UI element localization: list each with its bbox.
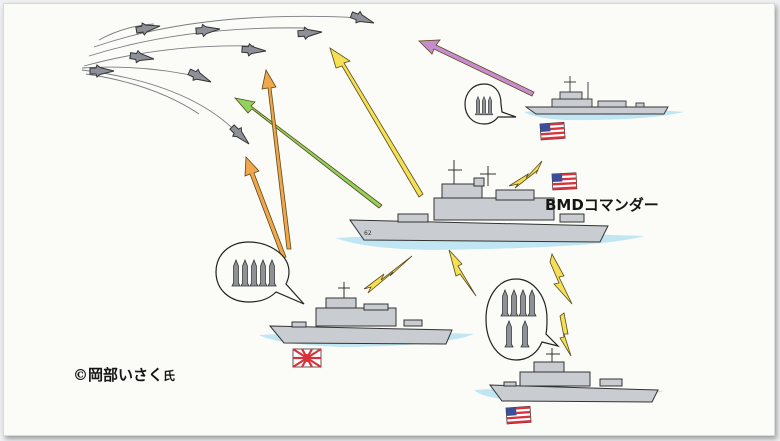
bubble-bottom-right [485,278,560,361]
us-flag-icon [539,121,566,141]
japan-destroyer [268,282,453,345]
us-destroyer-bottom-right [488,348,659,403]
illustration-frame: 62 [3,3,775,436]
us-flag-icon [505,405,532,425]
us-destroyer-top-right [524,76,669,115]
missile-8 [186,65,215,88]
illustration-canvas: 62 [81,8,684,425]
missile-5 [241,42,267,58]
us-flag-icon [551,172,578,191]
bmd-commander-label: BMDコマンダー [545,196,659,214]
interceptor-arrows [233,39,535,259]
bmd-commander-cruiser: 62 [349,160,609,243]
artist-credit: ©岡部いさく氏 [73,364,175,385]
japan-rising-sun-flag-icon [292,348,322,368]
bubble-japan-ship [215,241,305,305]
bubble-top-right [464,83,517,125]
svg-text:62: 62 [364,230,372,237]
missile-trails [81,15,365,139]
credit-name: ©岡部いさく [73,366,164,384]
missile-4 [348,8,377,30]
datalink-bolts [363,160,573,357]
missile-2 [195,22,222,38]
credit-honorific: 氏 [163,369,176,383]
sea-wash [259,108,684,401]
missile-9 [227,122,254,149]
